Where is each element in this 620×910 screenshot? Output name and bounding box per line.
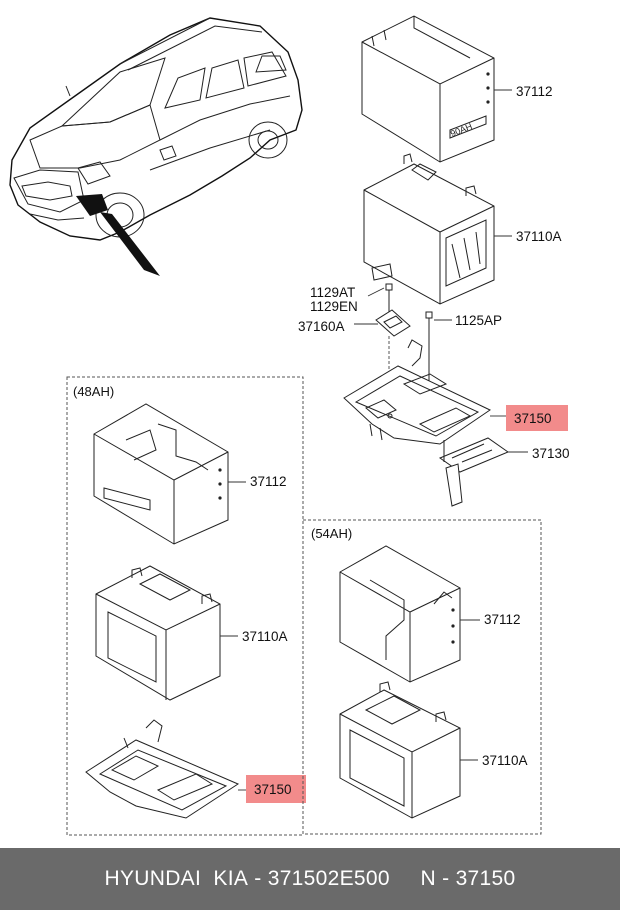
group-48ah-battery-label: 37110A: [242, 629, 288, 644]
highlight-box-tray-48ah: [246, 775, 306, 803]
group-48ah-tray-label: 37150: [254, 782, 292, 797]
highlight-box-tray-main: [506, 405, 568, 431]
footer-n-label: N: [420, 867, 436, 890]
label-top-battery: 37110A: [516, 229, 562, 244]
g54-battery-box: [339, 545, 480, 683]
group-48ah-title: (48AH): [73, 384, 114, 399]
g54-battery: [339, 681, 478, 819]
label-tray-main: 37150: [514, 411, 552, 426]
footer-part-number: 371502E500: [267, 867, 390, 890]
top-battery-box: 90AH: [361, 15, 512, 163]
footer-gap: [390, 867, 421, 891]
label-bolt-1125ap: 1125AP: [455, 313, 502, 328]
footer-brand: HYUNDAI KIA: [104, 867, 249, 890]
g48-battery: [95, 565, 238, 701]
footer-diagram-number: 37150: [455, 867, 516, 890]
label-bracket: 37160A: [298, 319, 345, 334]
group-48ah-box-label: 37112: [250, 474, 287, 489]
group-54ah-battery-label: 37110A: [482, 753, 528, 768]
label-top-box: 37112: [516, 84, 553, 99]
label-bolt-1129en: 1129EN: [310, 299, 358, 314]
footer-separator-2: -: [436, 867, 456, 890]
group-54ah-title: (54AH): [311, 526, 352, 541]
g48-battery-box: [93, 403, 246, 545]
label-bolt-1129at: 1129AT: [310, 285, 355, 300]
tray-support: [438, 437, 528, 507]
group-54ah-box-label: 37112: [484, 612, 521, 627]
part-number-footer: HYUNDAI KIA - 371502E500 N - 37150: [0, 848, 620, 910]
label-support: 37130: [532, 446, 570, 461]
group-54ah-frame: [302, 519, 542, 835]
main-tray: [343, 339, 506, 445]
g48-tray: [85, 719, 246, 819]
footer-separator-1: -: [248, 867, 268, 890]
diagram-svg: .ln { fill:none; stroke:#222; stroke-wid…: [9, 15, 570, 836]
vehicle-illustration: [9, 17, 303, 276]
top-battery: [363, 153, 512, 305]
